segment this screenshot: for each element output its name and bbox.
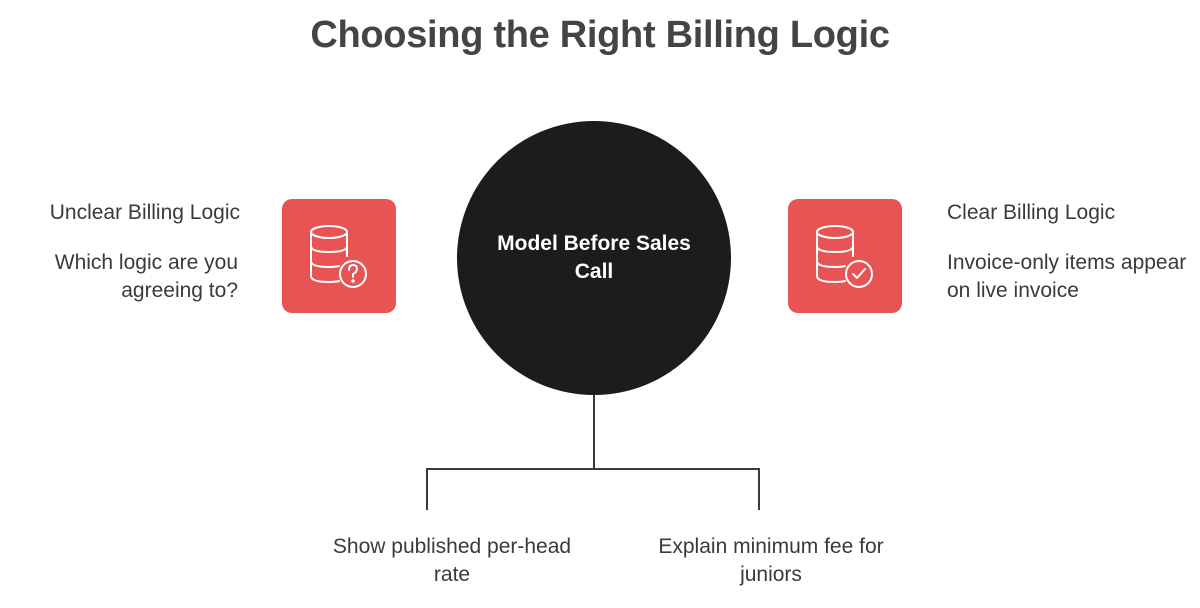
unclear-billing-tile	[282, 199, 396, 313]
unclear-billing-description: Which logic are you agreeing to?	[54, 251, 238, 302]
center-node-label: Model Before Sales Call	[497, 232, 691, 283]
clear-billing-description: Invoice-only items appear on live invoic…	[947, 251, 1187, 302]
database-question-icon	[310, 225, 367, 288]
branch-label-minimum-fee: Explain minimum fee for juniors	[658, 535, 884, 586]
clear-billing-tile	[788, 199, 902, 313]
database-check-icon	[816, 225, 873, 288]
unclear-billing-title: Unclear Billing Logic	[49, 201, 240, 224]
center-node: Model Before Sales Call	[457, 121, 731, 395]
branch-label-published-rate: Show published per-head rate	[332, 535, 572, 586]
clear-billing-title: Clear Billing Logic	[947, 201, 1116, 224]
page-title: Choosing the Right Billing Logic	[310, 14, 890, 56]
